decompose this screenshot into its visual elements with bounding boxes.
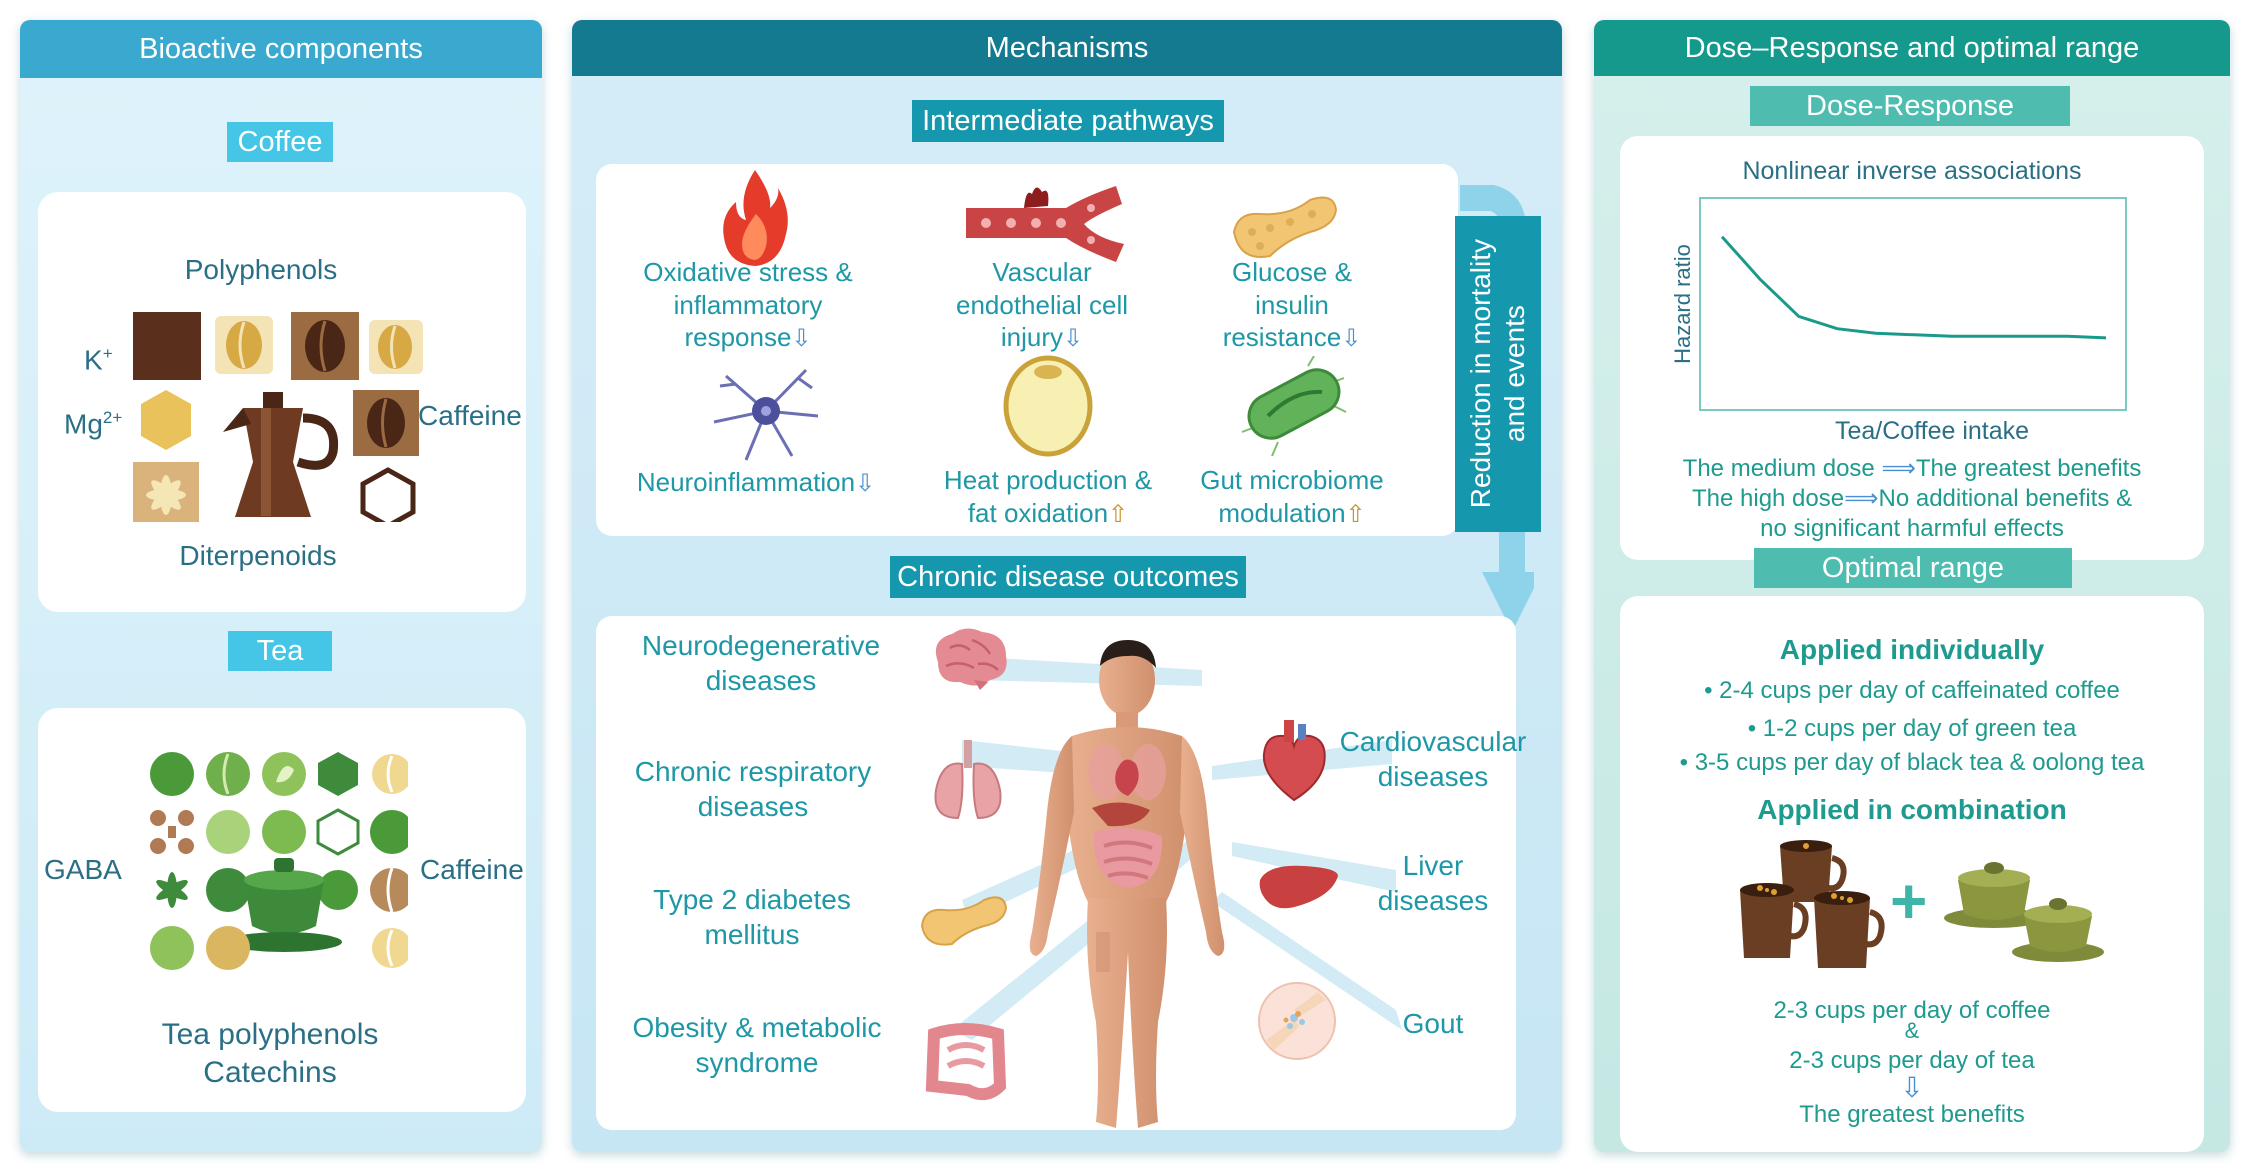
- pancreas-icon: [1232, 196, 1338, 258]
- dose-response-card: Nonlinear inverse associations Hazard ra…: [1620, 136, 2204, 560]
- optimal-range-tag: Optimal range: [1754, 548, 2072, 588]
- bioactive-header: Bioactive components: [20, 20, 542, 78]
- coffee-components-icon: [133, 312, 423, 522]
- pathway-neuroinflammation: Neuroinflammation⇩: [636, 467, 876, 497]
- blood-vessel-icon: [966, 186, 1124, 262]
- down-arrow-icon: ⇩: [1063, 325, 1084, 352]
- right-arrow-icon: ⟹: [1844, 485, 1879, 512]
- tea-card: GABA Caffeine Tea polyphenols Catechins: [38, 708, 526, 1112]
- coffee-card: Polyphenols Diterpenoids K+ Mg2+ Caffein…: [38, 192, 526, 612]
- reduction-box: [1455, 216, 1541, 532]
- pathway-glucose-insulin: Glucose &insulin resistance⇩: [1222, 257, 1362, 352]
- catechins-label: Catechins: [203, 1056, 337, 1089]
- dose-response-chart: Hazard ratio: [1670, 197, 2127, 411]
- tea-caffeine-label: Caffeine: [420, 854, 524, 885]
- bullet-green-tea: • 1-2 cups per day of green tea: [1747, 715, 2077, 742]
- tea-tag: Tea: [228, 631, 332, 671]
- combo-down-arrow-icon: ⇩: [1900, 1072, 1924, 1103]
- down-arrow-icon: ⇩: [855, 470, 876, 497]
- human-body-icon: [1029, 640, 1225, 1128]
- chart-title: Nonlinear inverse associations: [1742, 157, 2082, 185]
- tea-cups-icon: [1944, 862, 2104, 962]
- chart-plot-area: [1699, 197, 2127, 411]
- combo-ampersand: &: [1904, 1018, 1920, 1043]
- up-arrow-icon: ⇧: [1345, 500, 1366, 528]
- tea-polyphenols-label: Tea polyphenols: [161, 1018, 379, 1051]
- combo-tea-text: 2-3 cups per day of tea: [1789, 1047, 2035, 1074]
- bioactive-panel: Bioactive components Coffee Polyphenols …: [20, 20, 542, 1152]
- gut-microbe-icon: [1241, 356, 1347, 456]
- liver-icon: [1259, 865, 1338, 909]
- chronic-outcomes-tag: Chronic disease outcomes: [890, 556, 1246, 598]
- applied-combination-title: Applied in combination: [1757, 794, 2067, 825]
- coffee-caffeine-label: Caffeine: [418, 400, 522, 431]
- chart-series-line: [1720, 235, 2107, 340]
- diterpenoids-label: Diterpenoids: [179, 540, 337, 571]
- plus-sign: +: [1890, 865, 1928, 937]
- brain-icon: [935, 628, 1007, 690]
- chart-ylabel: Hazard ratio: [1670, 244, 1695, 364]
- coffee-cups-icon: [1740, 840, 1885, 968]
- medium-dose-text: The medium dose ⟹The greatest benefits: [1682, 455, 2142, 482]
- bullet-black-tea: • 3-5 cups per day of black tea & oolong…: [1679, 749, 2145, 776]
- applied-individually-title: Applied individually: [1779, 634, 2045, 665]
- bullet-coffee: • 2-4 cups per day of caffeinated coffee: [1704, 677, 2120, 704]
- neuron-icon: [713, 368, 819, 461]
- chart-xlabel: Tea/Coffee intake: [1834, 417, 2030, 445]
- tea-components-icon: [150, 752, 408, 970]
- down-arrow-icon: ⇩: [791, 325, 812, 352]
- potassium-label: K+: [84, 344, 113, 376]
- intermediate-pathways-tag: Intermediate pathways: [912, 100, 1224, 142]
- coffee-tag: Coffee: [227, 122, 333, 162]
- dose-response-header: Dose–Response and optimal range: [1594, 20, 2230, 76]
- polyphenols-label: Polyphenols: [184, 254, 338, 285]
- flame-icon: [723, 170, 788, 266]
- pathway-gut-microbiome: Gut microbiome modulation⇧: [1200, 465, 1384, 528]
- mechanisms-panel: Mechanisms Intermediate pathways Oxidati…: [572, 20, 1562, 1152]
- down-arrow-icon: ⇩: [1341, 325, 1362, 352]
- mechanisms-header: Mechanisms: [572, 20, 1562, 76]
- dose-response-tag: Dose-Response: [1750, 86, 2070, 126]
- magnesium-label: Mg2+: [64, 408, 123, 440]
- outcome-gout: Gout: [1402, 1008, 1464, 1039]
- combo-coffee-text: 2-3 cups per day of coffee: [1773, 997, 2051, 1024]
- pathway-oxidative-stress: Oxidative stress &inflammatory response⇩: [643, 257, 853, 352]
- gout-joint-icon: [1258, 982, 1336, 1060]
- dose-response-panel: Dose–Response and optimal range Dose-Res…: [1594, 20, 2230, 1152]
- up-arrow-icon: ⇧: [1108, 500, 1129, 528]
- pathway-heat-fat-oxidation: Heat production & fat oxidation⇧: [943, 465, 1153, 528]
- lungs-icon: [934, 740, 1002, 820]
- pancreas-organ-icon: [920, 896, 1008, 946]
- gaba-label: GABA: [44, 854, 122, 885]
- heart-icon: [1262, 720, 1326, 802]
- intestine-icon: [925, 1023, 1007, 1101]
- optimal-range-card: Applied individually • 2-4 cups per day …: [1620, 596, 2204, 1152]
- high-dose-text-line2: no significant harmful effects: [1760, 515, 2064, 542]
- fat-cell-icon: [1003, 355, 1093, 457]
- high-dose-text: The high dose⟹No additional benefits &: [1691, 485, 2132, 512]
- right-arrow-icon: ⟹: [1881, 455, 1916, 482]
- combo-result-text: The greatest benefits: [1799, 1101, 2025, 1128]
